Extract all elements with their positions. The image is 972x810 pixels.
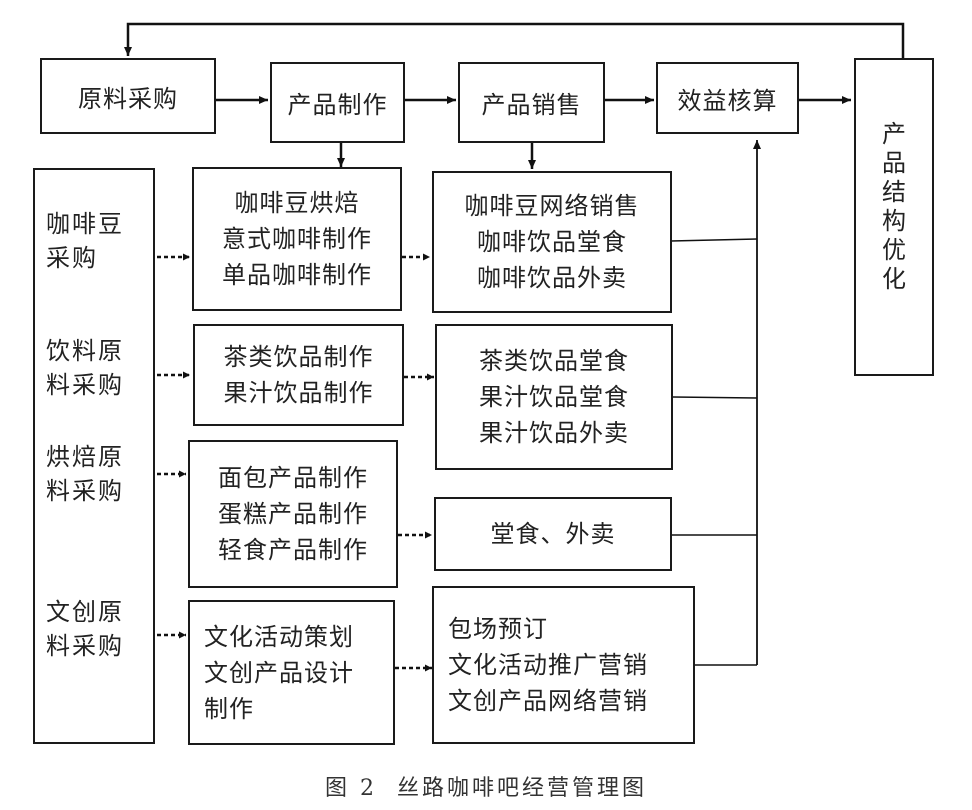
sales-beverage-line-3: 果汁饮品外卖 — [479, 419, 629, 447]
caption-gap — [377, 776, 397, 801]
source-coffee-beans: 咖啡豆 采购 — [46, 207, 124, 275]
sales-beverage-line-2: 果汁饮品堂食 — [479, 383, 629, 411]
source-bakery-line-1: 烘焙原 — [46, 443, 124, 471]
source-culture-line-2: 料采购 — [46, 632, 124, 660]
sales-label: 产品销售 — [481, 91, 582, 119]
source-coffee-line-2: 采购 — [46, 244, 98, 272]
raw-purchase-label: 原料采购 — [78, 84, 178, 113]
sales-bakery-box: 堂食、外卖 — [434, 497, 672, 571]
sales-beverage-box: 茶类饮品堂食 果汁饮品堂食 果汁饮品外卖 — [435, 324, 673, 470]
production-coffee-line-2: 意式咖啡制作 — [222, 225, 372, 253]
sources-column-box — [33, 168, 155, 744]
accounting-box: 效益核算 — [656, 62, 799, 134]
optimization-char-5: 优 — [882, 236, 906, 264]
feedback-loop-line — [124, 22, 905, 58]
source-beverage: 饮料原 料采购 — [46, 334, 124, 402]
production-bakery-line-1: 面包产品制作 — [218, 464, 368, 492]
optimization-char-4: 构 — [882, 207, 906, 235]
production-coffee-box: 咖啡豆烘焙 意式咖啡制作 单品咖啡制作 — [192, 167, 402, 311]
caption-title: 丝路咖啡吧经营管理图 — [396, 776, 647, 801]
sales-coffee-line-2: 咖啡饮品堂食 — [477, 228, 627, 256]
figure-caption: 图 2 丝路咖啡吧经营管理图 — [0, 770, 972, 802]
sales-coffee-box: 咖啡豆网络销售 咖啡饮品堂食 咖啡饮品外卖 — [432, 171, 672, 313]
collector-tick-2 — [672, 396, 758, 399]
sales-coffee-line-3: 咖啡饮品外卖 — [477, 264, 627, 292]
raw-purchase-box: 原料采购 — [40, 58, 216, 134]
production-beverage-box: 茶类饮品制作 果汁饮品制作 — [193, 324, 404, 426]
source-beverage-line-2: 料采购 — [46, 371, 124, 399]
optimization-char-1: 产 — [882, 120, 906, 148]
production-bakery-line-3: 轻食产品制作 — [218, 536, 368, 564]
source-culture-line-1: 文创原 — [46, 598, 124, 626]
sales-beverage-line-1: 茶类饮品堂食 — [479, 347, 629, 375]
sales-bakery-line-1: 堂食、外卖 — [490, 520, 616, 548]
sales-culture-line-3: 文创产品网络营销 — [448, 687, 648, 715]
optimization-char-6: 化 — [882, 265, 906, 293]
production-label: 产品制作 — [287, 91, 388, 119]
structure-optimization-box: 产 品 结 构 优 化 — [854, 58, 934, 376]
accounting-label: 效益核算 — [677, 86, 778, 115]
production-culture-line-1: 文化活动策划 — [204, 622, 354, 651]
sales-culture-line-1: 包场预订 — [448, 615, 548, 643]
source-bakery-line-2: 料采购 — [46, 477, 124, 505]
source-culture: 文创原 料采购 — [46, 595, 124, 663]
production-culture-line-2: 文创产品设计 — [204, 658, 354, 687]
caption-number: 图 2 — [324, 776, 377, 801]
production-coffee-line-3: 单品咖啡制作 — [222, 261, 372, 289]
source-bakery: 烘焙原 料采购 — [46, 440, 124, 508]
optimization-char-2: 品 — [882, 149, 906, 177]
production-culture-line-3: 制作 — [204, 694, 254, 723]
source-coffee-line-1: 咖啡豆 — [46, 210, 124, 238]
optimization-char-3: 结 — [882, 178, 906, 206]
production-beverage-line-1: 茶类饮品制作 — [223, 343, 374, 371]
production-coffee-line-1: 咖啡豆烘焙 — [234, 189, 360, 217]
production-bakery-line-2: 蛋糕产品制作 — [218, 500, 368, 528]
production-bakery-box: 面包产品制作 蛋糕产品制作 轻食产品制作 — [188, 440, 398, 588]
sales-box: 产品销售 — [458, 62, 605, 143]
sales-coffee-line-1: 咖啡豆网络销售 — [464, 192, 640, 220]
source-beverage-line-1: 饮料原 — [46, 337, 124, 365]
collector-tick-1 — [670, 238, 758, 242]
sales-culture-line-2: 文化活动推广营销 — [448, 651, 648, 679]
sales-culture-box: 包场预订 文化活动推广营销 文创产品网络营销 — [432, 586, 695, 744]
production-culture-box: 文化活动策划 文创产品设计 制作 — [188, 600, 395, 745]
production-box: 产品制作 — [270, 62, 405, 143]
production-beverage-line-2: 果汁饮品制作 — [223, 379, 374, 407]
